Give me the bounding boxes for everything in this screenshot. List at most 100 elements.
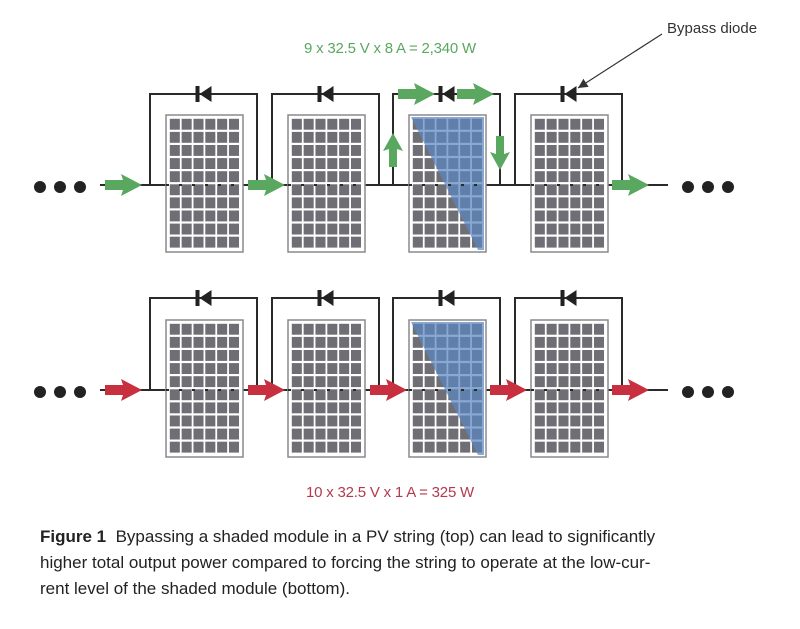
pv-cell xyxy=(582,131,593,143)
pv-cell xyxy=(327,441,338,453)
pv-cell xyxy=(228,363,239,374)
top-power-formula: 9 x 32.5 V x 8 A = 2,340 W xyxy=(304,40,476,57)
pv-cell xyxy=(558,158,569,169)
continuation-dot xyxy=(74,181,86,193)
pv-cell xyxy=(412,376,423,388)
pv-cell xyxy=(217,236,228,248)
pv-cell xyxy=(291,184,302,196)
pv-cell xyxy=(205,350,216,361)
pv-cell xyxy=(412,350,423,361)
pv-cell xyxy=(327,415,338,427)
pv-cell xyxy=(291,428,302,440)
pv-cell xyxy=(424,158,435,169)
pv-cell xyxy=(350,131,361,143)
pv-cell xyxy=(582,389,593,401)
pv-cell xyxy=(593,363,604,374)
pv-cell xyxy=(291,197,302,209)
pv-cell xyxy=(424,197,435,209)
pv-cell xyxy=(534,210,545,222)
pv-cell xyxy=(570,184,581,196)
pv-cell xyxy=(327,323,338,335)
pv-cell xyxy=(534,363,545,374)
pv-cell xyxy=(169,336,180,348)
pv-cell xyxy=(570,197,581,209)
bottom-power-formula: 10 x 32.5 V x 1 A = 325 W xyxy=(305,484,475,501)
pv-cell xyxy=(205,402,216,414)
pv-cell xyxy=(217,441,228,453)
pv-cell xyxy=(169,402,180,414)
pv-cell xyxy=(327,197,338,209)
bypass-diode-icon xyxy=(560,86,577,102)
pv-cell xyxy=(534,428,545,440)
pv-cell xyxy=(181,428,192,440)
pv-cell xyxy=(570,158,581,169)
pv-cell xyxy=(217,131,228,143)
pv-cell xyxy=(570,210,581,222)
pv-cell xyxy=(424,363,435,374)
pv-cell xyxy=(327,118,338,130)
pv-cell xyxy=(570,223,581,235)
pv-cell xyxy=(181,184,192,196)
pv-cell xyxy=(436,184,447,196)
pv-cell xyxy=(339,323,350,335)
pv-module xyxy=(530,114,609,253)
pv-cell xyxy=(436,402,447,414)
pv-cell xyxy=(205,197,216,209)
pv-cell xyxy=(424,389,435,401)
pv-cell xyxy=(534,236,545,248)
pv-cell xyxy=(460,441,471,453)
pv-cell xyxy=(181,389,192,401)
pv-cell xyxy=(339,223,350,235)
pv-cell xyxy=(436,223,447,235)
figure-caption: Figure 1 Bypassing a shaded module in a … xyxy=(40,524,770,602)
pv-cell xyxy=(315,350,326,361)
pv-cell xyxy=(534,323,545,335)
pv-cell xyxy=(303,402,314,414)
pv-cell xyxy=(315,210,326,222)
pv-cell xyxy=(339,376,350,388)
pv-cell xyxy=(412,197,423,209)
pv-cell xyxy=(339,363,350,374)
pv-module xyxy=(165,319,244,458)
pv-cell xyxy=(169,236,180,248)
pv-cell xyxy=(582,197,593,209)
pv-cell xyxy=(217,145,228,156)
continuation-dot xyxy=(74,386,86,398)
pv-cell xyxy=(339,210,350,222)
pv-cell xyxy=(205,131,216,143)
pv-cell xyxy=(303,210,314,222)
pv-cell xyxy=(350,402,361,414)
pv-cell xyxy=(534,145,545,156)
pv-cell xyxy=(315,236,326,248)
pv-cell xyxy=(327,389,338,401)
pv-cell xyxy=(291,171,302,183)
pv-cell xyxy=(558,184,569,196)
pv-cell xyxy=(181,350,192,361)
pv-cell xyxy=(582,118,593,130)
pv-cell xyxy=(291,131,302,143)
pv-cell xyxy=(205,184,216,196)
pv-cell xyxy=(169,389,180,401)
pv-cell xyxy=(217,323,228,335)
pv-cell xyxy=(303,184,314,196)
pv-cell xyxy=(327,223,338,235)
pv-cell xyxy=(217,118,228,130)
pv-cell xyxy=(558,223,569,235)
pv-cell xyxy=(593,236,604,248)
pv-module xyxy=(165,114,244,253)
pv-cell xyxy=(350,197,361,209)
continuation-dot xyxy=(54,386,66,398)
caption-line-3: rent level of the shaded module (bottom)… xyxy=(40,579,350,598)
pv-cell xyxy=(315,441,326,453)
pv-cell xyxy=(205,336,216,348)
pv-cell xyxy=(448,402,459,414)
pv-cell xyxy=(291,223,302,235)
pv-cell xyxy=(350,210,361,222)
pv-cell xyxy=(169,131,180,143)
pv-cell xyxy=(546,171,557,183)
pv-cell xyxy=(217,350,228,361)
pv-cell xyxy=(339,118,350,130)
pv-cell xyxy=(593,441,604,453)
pv-cell xyxy=(303,350,314,361)
pv-cell xyxy=(193,145,204,156)
